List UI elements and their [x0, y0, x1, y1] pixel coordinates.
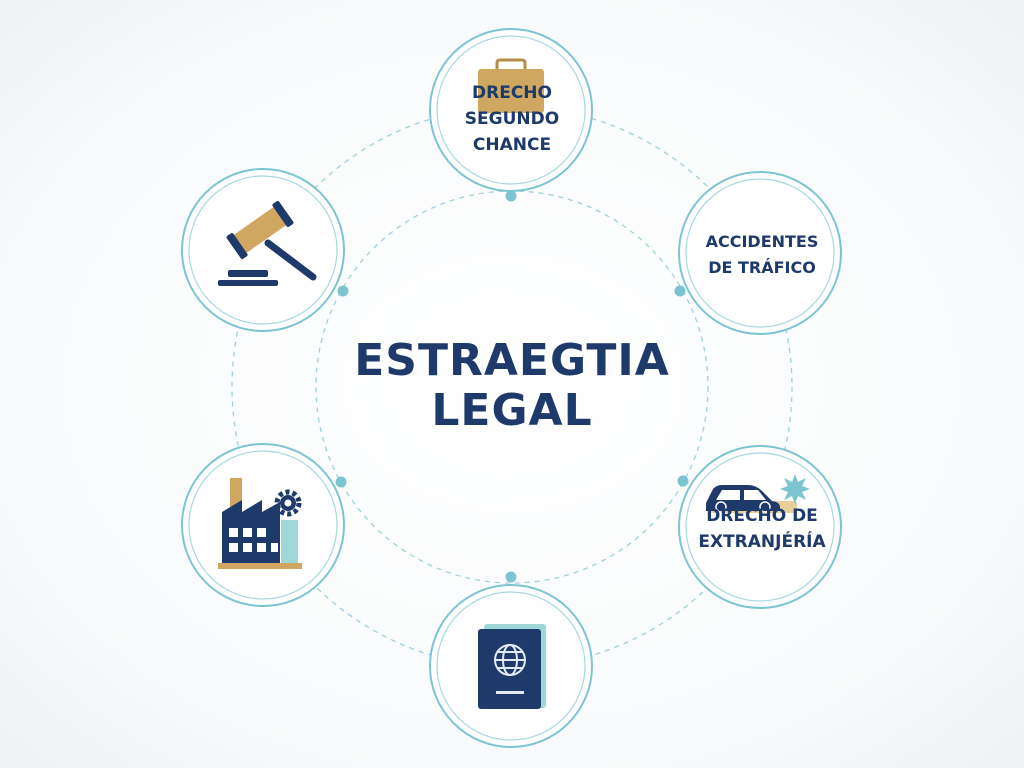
- node-top-label-line-3: CHANCE: [472, 135, 552, 155]
- node-lower-right: [678, 445, 842, 609]
- node-top-label: DRECHO SEGUNDO CHANCE: [436, 80, 588, 158]
- node-upper-right-label-line-2: DE TRÁFICO: [708, 258, 816, 277]
- globe-icon: [494, 644, 526, 676]
- node-top: [429, 28, 593, 192]
- connector-dot-upper-right: [674, 285, 686, 297]
- node-upper-right-label-line-1: ACCIDENTES: [705, 232, 819, 251]
- central-title: ESTRAEGTIA LEGAL: [262, 336, 762, 436]
- node-upper-right-label: ACCIDENTES DE TRÁFICO: [680, 229, 844, 281]
- node-bottom: [429, 584, 593, 748]
- connector-dot-lower-right: [677, 475, 689, 487]
- factory-icon: [218, 478, 302, 569]
- node-upper-left: [181, 168, 345, 332]
- gavel-icon: [218, 200, 317, 286]
- connector-dot-upper-left: [337, 285, 349, 297]
- node-lower-right-label-line-2: EXTRANJÉRÍA: [698, 532, 826, 552]
- connector-dot-top: [505, 190, 517, 202]
- gear-icon: [274, 489, 302, 517]
- car-crash-icon: [706, 474, 810, 513]
- central-title-line-1: ESTRAEGTIA: [354, 335, 670, 386]
- connector-dot-lower-left: [335, 476, 347, 488]
- node-upper-right: [678, 171, 842, 335]
- central-title-line-2: LEGAL: [431, 385, 593, 436]
- node-lower-right-label-line-1: DRECHO DE: [706, 506, 818, 526]
- node-lower-right-label: DRECHO DE EXTRANJÉRÍA: [676, 503, 848, 555]
- node-top-label-line-1: DRECHO: [472, 83, 552, 103]
- outer-orbit-ring: [231, 106, 793, 668]
- briefcase-icon: [478, 58, 544, 113]
- connector-dot-bottom: [505, 571, 517, 583]
- node-top-label-line-2: SEGUNDO: [464, 109, 560, 129]
- node-lower-left: [181, 443, 345, 607]
- passport-icon: [478, 624, 546, 709]
